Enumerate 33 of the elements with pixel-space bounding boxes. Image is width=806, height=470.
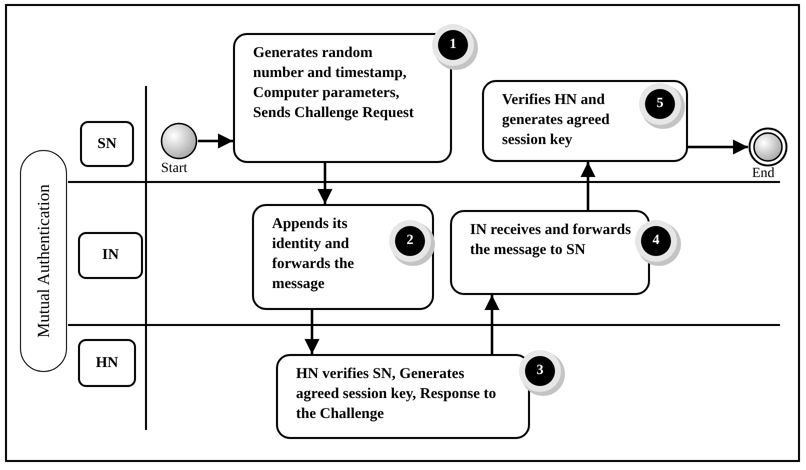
lane-name: IN	[102, 247, 119, 264]
event-label: Start	[161, 162, 188, 176]
arrow	[484, 295, 500, 354]
end-event-circle	[748, 127, 788, 167]
callout-number: 1	[438, 30, 468, 60]
arrow	[318, 163, 332, 204]
step-text: Verifies HN and generates agreed session key	[502, 91, 611, 150]
step-text: IN receives and forwards the message to SN	[470, 221, 632, 260]
arrow	[688, 140, 748, 154]
pool-label	[20, 150, 67, 372]
lane-label	[78, 232, 143, 279]
process-box	[276, 354, 530, 439]
callout-number: 3	[525, 356, 555, 386]
process-box	[233, 33, 452, 163]
lane-label	[80, 121, 134, 167]
pool-title: Mutual Authentication	[34, 184, 54, 338]
lane-label	[78, 339, 136, 387]
callout-number: 5	[645, 89, 675, 119]
process-box	[482, 80, 688, 162]
callout-number: 2	[395, 226, 425, 256]
process-box	[450, 210, 650, 295]
arrow	[580, 162, 596, 210]
step-text: HN verifies SN, Generates agreed session key, Response to the Challenge	[296, 365, 498, 424]
lane-name: SN	[97, 136, 117, 152]
event-label: End	[752, 167, 775, 181]
arrow	[198, 134, 233, 148]
step-text: Generates random number and timestamp, Computer parameters, Sends Challenge Request	[253, 44, 415, 123]
process-box	[252, 204, 434, 310]
start-event-circle	[160, 122, 198, 160]
step-text: Appends its identity and forwards the message	[272, 215, 356, 294]
callout-number: 4	[641, 226, 671, 256]
arrow	[304, 310, 320, 354]
lane-name: HN	[96, 354, 118, 372]
